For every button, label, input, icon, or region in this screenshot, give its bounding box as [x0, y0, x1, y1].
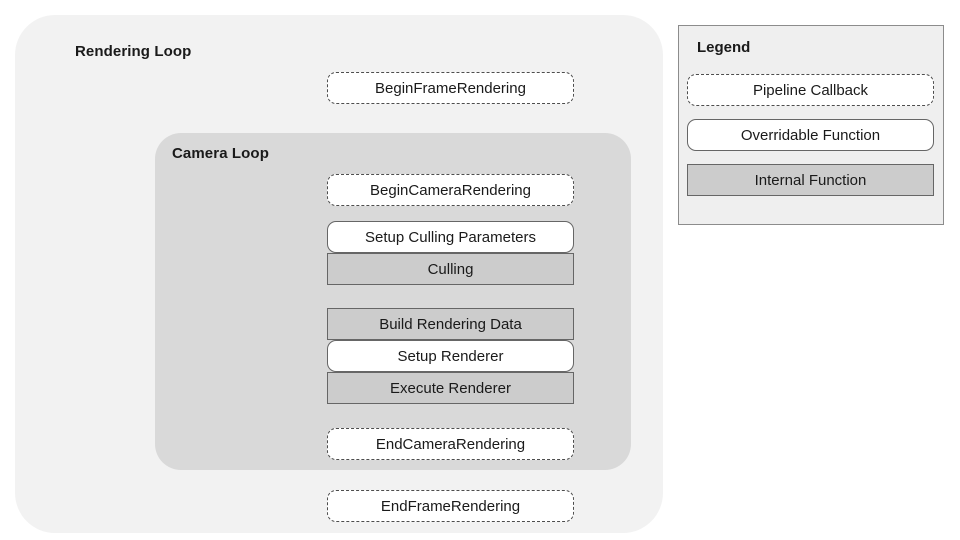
flow-node-endframerendering[interactable]: EndFrameRendering [327, 490, 574, 522]
flow-node-execute-renderer[interactable]: Execute Renderer [327, 372, 574, 404]
flow-node-beginframerendering[interactable]: BeginFrameRendering [327, 72, 574, 104]
legend-title: Legend [697, 39, 751, 56]
rendering-loop-title: Rendering Loop [75, 43, 192, 60]
legend-item-overridable: Overridable Function [687, 119, 934, 151]
legend-item-callback: Pipeline Callback [687, 74, 934, 106]
flow-node-begincamerarendering[interactable]: BeginCameraRendering [327, 174, 574, 206]
legend-item-internal: Internal Function [687, 164, 934, 196]
flow-node-endcamerarendering[interactable]: EndCameraRendering [327, 428, 574, 460]
rendering-loop-container: Rendering Loop Camera Loop BeginFrameRen… [15, 15, 663, 533]
flow-node-setup-culling-parameters[interactable]: Setup Culling Parameters [327, 221, 574, 253]
flow-node-build-rendering-data[interactable]: Build Rendering Data [327, 308, 574, 340]
camera-loop-title: Camera Loop [172, 145, 269, 162]
flow-node-setup-renderer[interactable]: Setup Renderer [327, 340, 574, 372]
flow-node-culling[interactable]: Culling [327, 253, 574, 285]
